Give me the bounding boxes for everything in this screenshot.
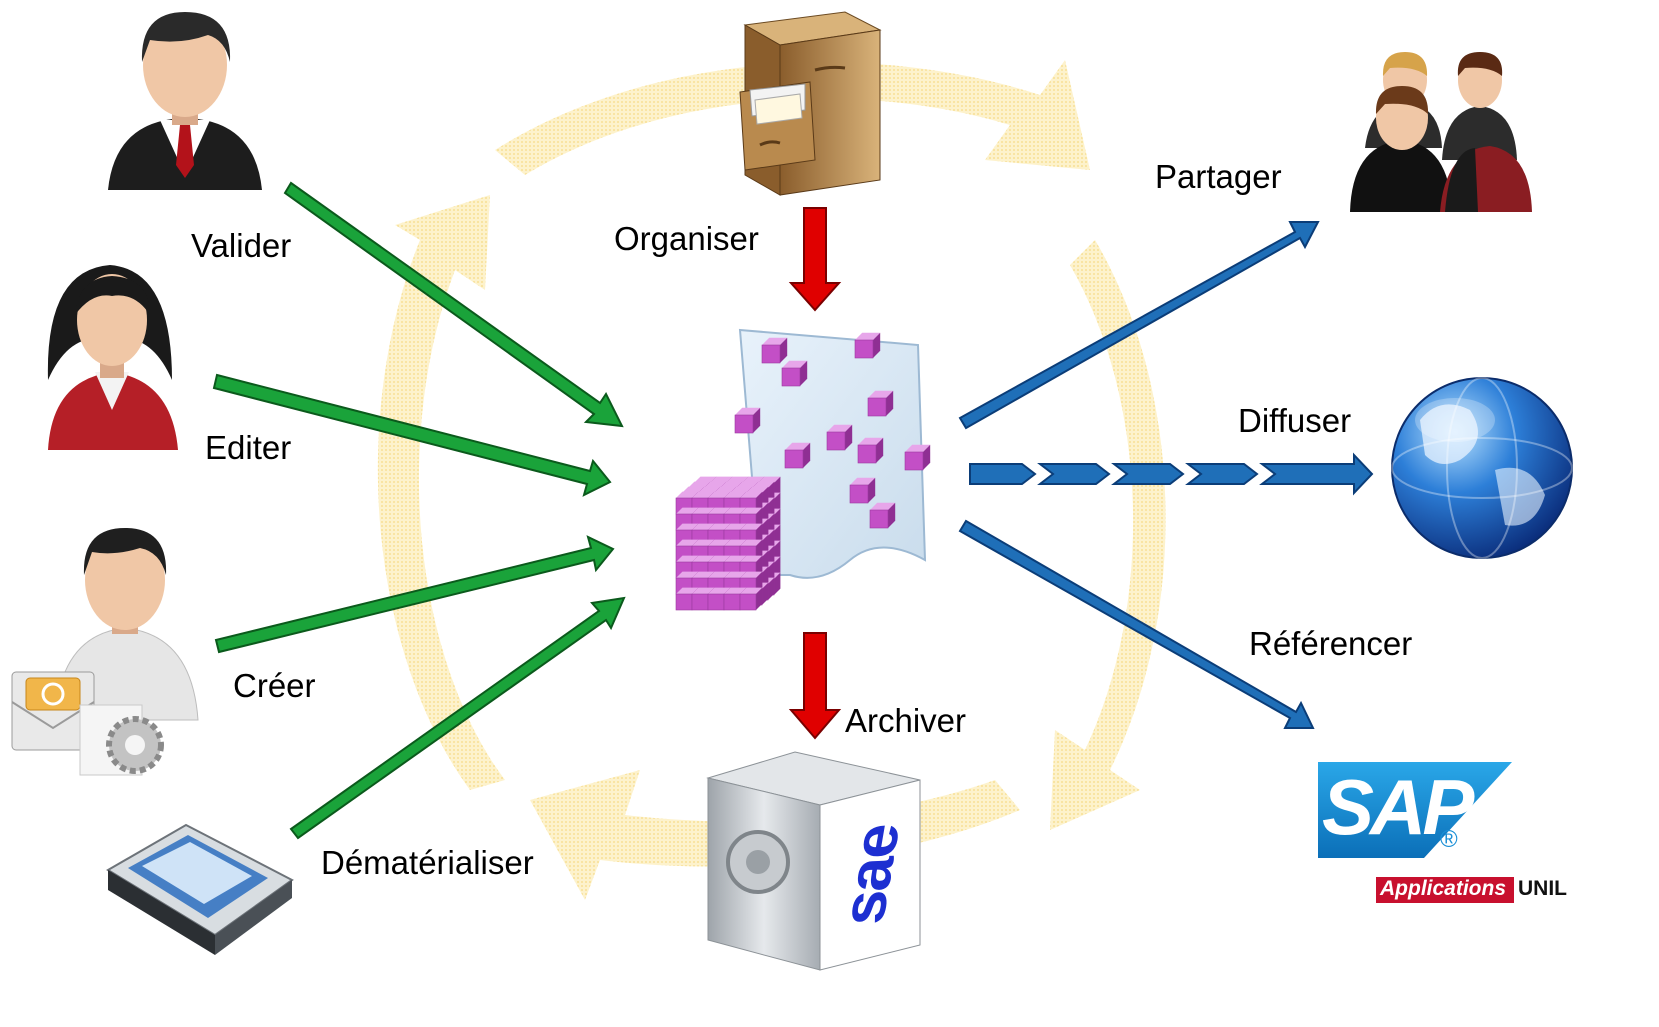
label-dematerialiser: Dématérialiser: [321, 844, 534, 881]
businesswoman-icon: [47, 265, 178, 450]
small-cube: [826, 424, 853, 451]
sap-logo-text: SAP: [1322, 763, 1474, 851]
arrow-referencer: [958, 519, 1315, 729]
small-cube: [854, 332, 881, 359]
cycle-arc-right: [1050, 240, 1166, 830]
data-document-icon: [675, 328, 931, 611]
small-cube: [761, 337, 788, 364]
scatter-cubes: [734, 332, 931, 529]
sap-logo-icon: [1318, 762, 1514, 903]
sap-applications: Applications: [1380, 877, 1507, 900]
label-creer: Créer: [233, 667, 316, 704]
block-cube: [739, 587, 763, 611]
businessman-icon: [108, 12, 262, 190]
small-cube: [784, 442, 811, 469]
cycle-arc-top: [495, 60, 1090, 175]
label-partager: Partager: [1155, 158, 1282, 195]
label-referencer: Référencer: [1249, 625, 1413, 662]
arrow-valider: [283, 181, 624, 428]
arrow-diffuser: [969, 452, 1374, 496]
small-cube: [734, 407, 761, 434]
small-cube: [781, 360, 808, 387]
sap-unil: UNIL: [1518, 877, 1567, 900]
arrow-creer: [214, 535, 615, 654]
label-editer: Editer: [205, 429, 292, 466]
arrow-editer: [212, 373, 612, 497]
safe-label: sae: [828, 823, 913, 927]
sap-registered: ®: [1440, 826, 1458, 853]
label-archiver: Archiver: [845, 702, 967, 739]
label-diffuser: Diffuser: [1238, 402, 1352, 439]
output-arrows: [958, 221, 1374, 729]
arrow-dematerialiser: [289, 596, 626, 840]
filing-cabinet-icon: [739, 11, 882, 196]
user-email-icon: [11, 528, 199, 776]
cube-block: [675, 476, 781, 611]
safe-icon: [706, 751, 921, 971]
small-cube: [849, 477, 876, 504]
arrow-partager: [958, 221, 1320, 430]
input-arrows: [212, 181, 626, 840]
center-arrows: [788, 207, 842, 740]
group-icon: [1350, 52, 1532, 212]
small-cube: [857, 437, 884, 464]
arrow-organiser: [788, 207, 842, 312]
small-cube: [869, 502, 896, 529]
small-cube: [904, 444, 931, 471]
safe-label-wrap: sae: [818, 789, 923, 961]
scanner-icon: [106, 823, 294, 955]
globe-icon: [1391, 377, 1573, 559]
cycle-arc-left: [377, 195, 505, 790]
label-organiser: Organiser: [614, 220, 759, 257]
small-cube: [867, 390, 894, 417]
label-valider: Valider: [191, 227, 292, 264]
arrow-archiver: [788, 632, 842, 740]
